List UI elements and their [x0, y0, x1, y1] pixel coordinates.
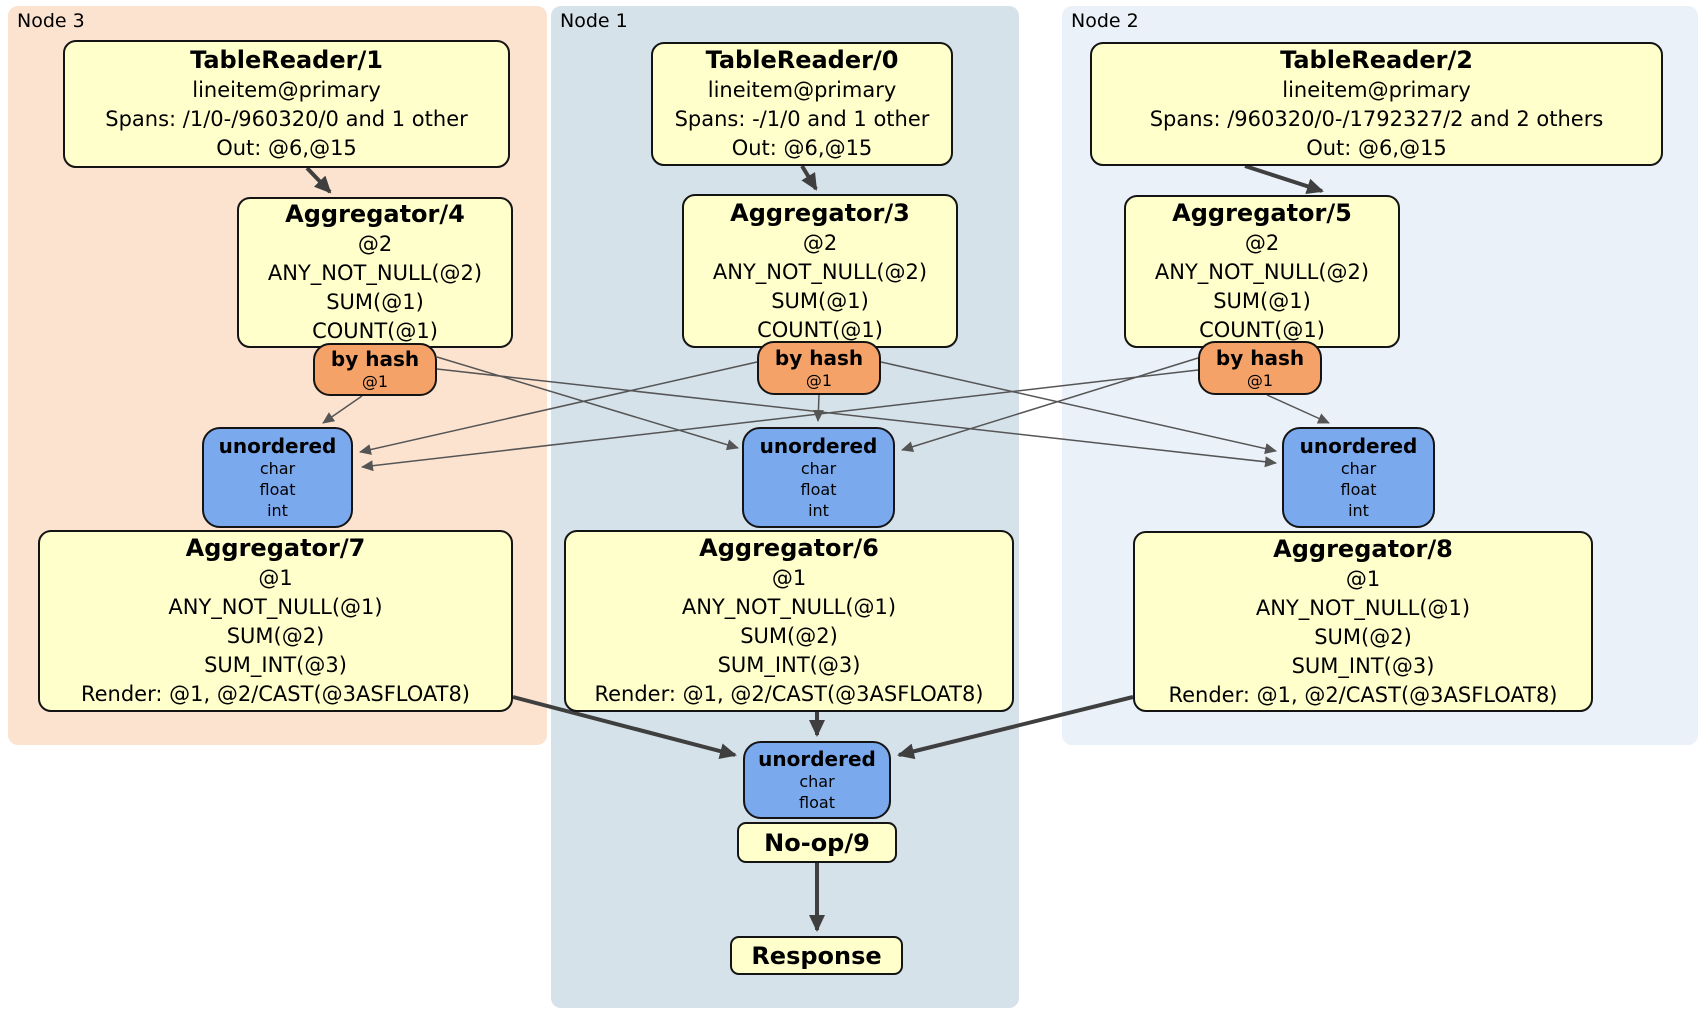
box-title: TableReader/1: [190, 46, 383, 74]
box-line: @2: [1244, 231, 1280, 255]
box-line: float: [259, 480, 296, 499]
box-line: Spans: -/1/0 and 1 other: [674, 107, 930, 131]
box-line: Spans: /1/0-/960320/0 and 1 other: [105, 107, 468, 131]
box-line: SUM(@2): [226, 624, 325, 648]
box-line: char: [259, 459, 296, 478]
box-aggregator-8: Aggregator/8 @1 ANY_NOT_NULL(@1) SUM(@2)…: [1133, 531, 1593, 712]
box-line: @1: [771, 566, 807, 590]
box-line: Render: @1, @2/CAST(@3ASFLOAT8): [80, 682, 471, 706]
box-line: float: [800, 480, 837, 499]
box-line: int: [267, 501, 288, 520]
box-aggregator-4: Aggregator/4 @2 ANY_NOT_NULL(@2) SUM(@1)…: [237, 197, 513, 348]
box-tablereader-1: TableReader/1 lineitem@primary Spans: /1…: [63, 40, 510, 168]
box-line: SUM(@1): [771, 288, 869, 313]
box-tablereader-2: TableReader/2 lineitem@primary Spans: /9…: [1090, 42, 1663, 166]
box-noop-9: No-op/9: [737, 822, 897, 863]
box-byhash-left: by hash @1: [313, 343, 437, 396]
box-line: int: [1348, 501, 1369, 520]
box-unordered-bottom: unordered char float: [743, 741, 891, 819]
box-line: @2: [357, 232, 393, 256]
box-line: SUM(@2): [740, 624, 838, 648]
box-line: SUM_INT(@3): [1291, 653, 1435, 678]
box-title: unordered: [218, 434, 337, 458]
node2-label: Node 2: [1071, 10, 1139, 32]
box-line: char: [799, 772, 835, 791]
box-aggregator-3: Aggregator/3 @2 ANY_NOT_NULL(@2) SUM(@1)…: [682, 194, 958, 348]
box-line: SUM(@1): [1213, 289, 1311, 313]
box-aggregator-5: Aggregator/5 @2 ANY_NOT_NULL(@2) SUM(@1)…: [1124, 195, 1400, 348]
box-line: lineitem@primary: [707, 78, 897, 102]
box-line: @1: [361, 372, 389, 391]
box-line: float: [799, 793, 835, 812]
box-line: char: [1340, 459, 1377, 478]
box-unordered-center: unordered char float int: [742, 427, 895, 528]
box-line: float: [1340, 480, 1377, 499]
node1-label: Node 1: [560, 10, 628, 32]
box-line: SUM(@1): [326, 290, 424, 314]
box-tablereader-0: TableReader/0 lineitem@primary Spans: -/…: [651, 42, 953, 166]
box-byhash-right: by hash @1: [1198, 341, 1322, 395]
box-line: Render: @1, @2/CAST(@3ASFLOAT8): [1168, 682, 1558, 707]
box-line: Out: @6,@15: [216, 136, 357, 160]
box-line: char: [800, 459, 837, 478]
box-line: @1: [258, 566, 293, 590]
box-line: ANY_NOT_NULL(@2): [1154, 260, 1370, 284]
box-line: SUM(@2): [1314, 624, 1412, 649]
box-title: Aggregator/8: [1273, 534, 1453, 563]
box-line: Spans: /960320/0-/1792327/2 and 2 others: [1149, 107, 1604, 131]
box-line: ANY_NOT_NULL(@1): [168, 595, 383, 619]
box-title: unordered: [1299, 434, 1418, 458]
box-title: unordered: [758, 747, 876, 771]
box-title: Response: [751, 941, 882, 970]
box-title: Aggregator/4: [285, 200, 465, 228]
box-line: ANY_NOT_NULL(@2): [267, 261, 483, 285]
box-title: unordered: [759, 434, 878, 458]
box-line: Out: @6,@15: [731, 136, 873, 160]
box-line: Render: @1, @2/CAST(@3ASFLOAT8): [594, 682, 984, 706]
box-line: SUM_INT(@3): [204, 653, 347, 677]
box-title: by hash: [774, 345, 864, 370]
box-line: ANY_NOT_NULL(@1): [1255, 595, 1471, 620]
box-line: SUM_INT(@3): [717, 653, 861, 677]
box-aggregator-6: Aggregator/6 @1 ANY_NOT_NULL(@1) SUM(@2)…: [564, 530, 1014, 712]
box-line: ANY_NOT_NULL(@2): [712, 259, 928, 284]
box-unordered-right: unordered char float int: [1282, 427, 1435, 528]
box-unordered-left: unordered char float int: [202, 427, 353, 528]
box-aggregator-7: Aggregator/7 @1 ANY_NOT_NULL(@1) SUM(@2)…: [38, 530, 513, 712]
box-line: @1: [1246, 370, 1274, 390]
box-line: @2: [802, 230, 838, 255]
box-line: lineitem@primary: [1282, 78, 1471, 102]
box-line: COUNT(@1): [757, 317, 883, 342]
box-line: @1: [1345, 566, 1381, 591]
box-title: by hash: [330, 347, 420, 371]
box-title: No-op/9: [764, 828, 870, 857]
box-title: Aggregator/3: [730, 198, 910, 227]
box-line: int: [808, 501, 829, 520]
box-line: @1: [805, 370, 833, 390]
box-line: Out: @6,@15: [1306, 136, 1447, 160]
box-title: by hash: [1215, 345, 1305, 370]
node3-label: Node 3: [17, 10, 85, 32]
box-title: TableReader/2: [1280, 46, 1473, 74]
box-title: Aggregator/7: [185, 534, 366, 562]
box-line: ANY_NOT_NULL(@1): [681, 595, 897, 619]
box-title: Aggregator/6: [699, 534, 879, 562]
box-line: COUNT(@1): [1199, 318, 1325, 342]
box-line: lineitem@primary: [192, 78, 381, 102]
box-response: Response: [730, 936, 903, 975]
box-line: COUNT(@1): [312, 319, 438, 343]
box-title: TableReader/0: [705, 46, 899, 74]
box-byhash-center: by hash @1: [757, 341, 881, 395]
box-title: Aggregator/5: [1172, 199, 1352, 227]
